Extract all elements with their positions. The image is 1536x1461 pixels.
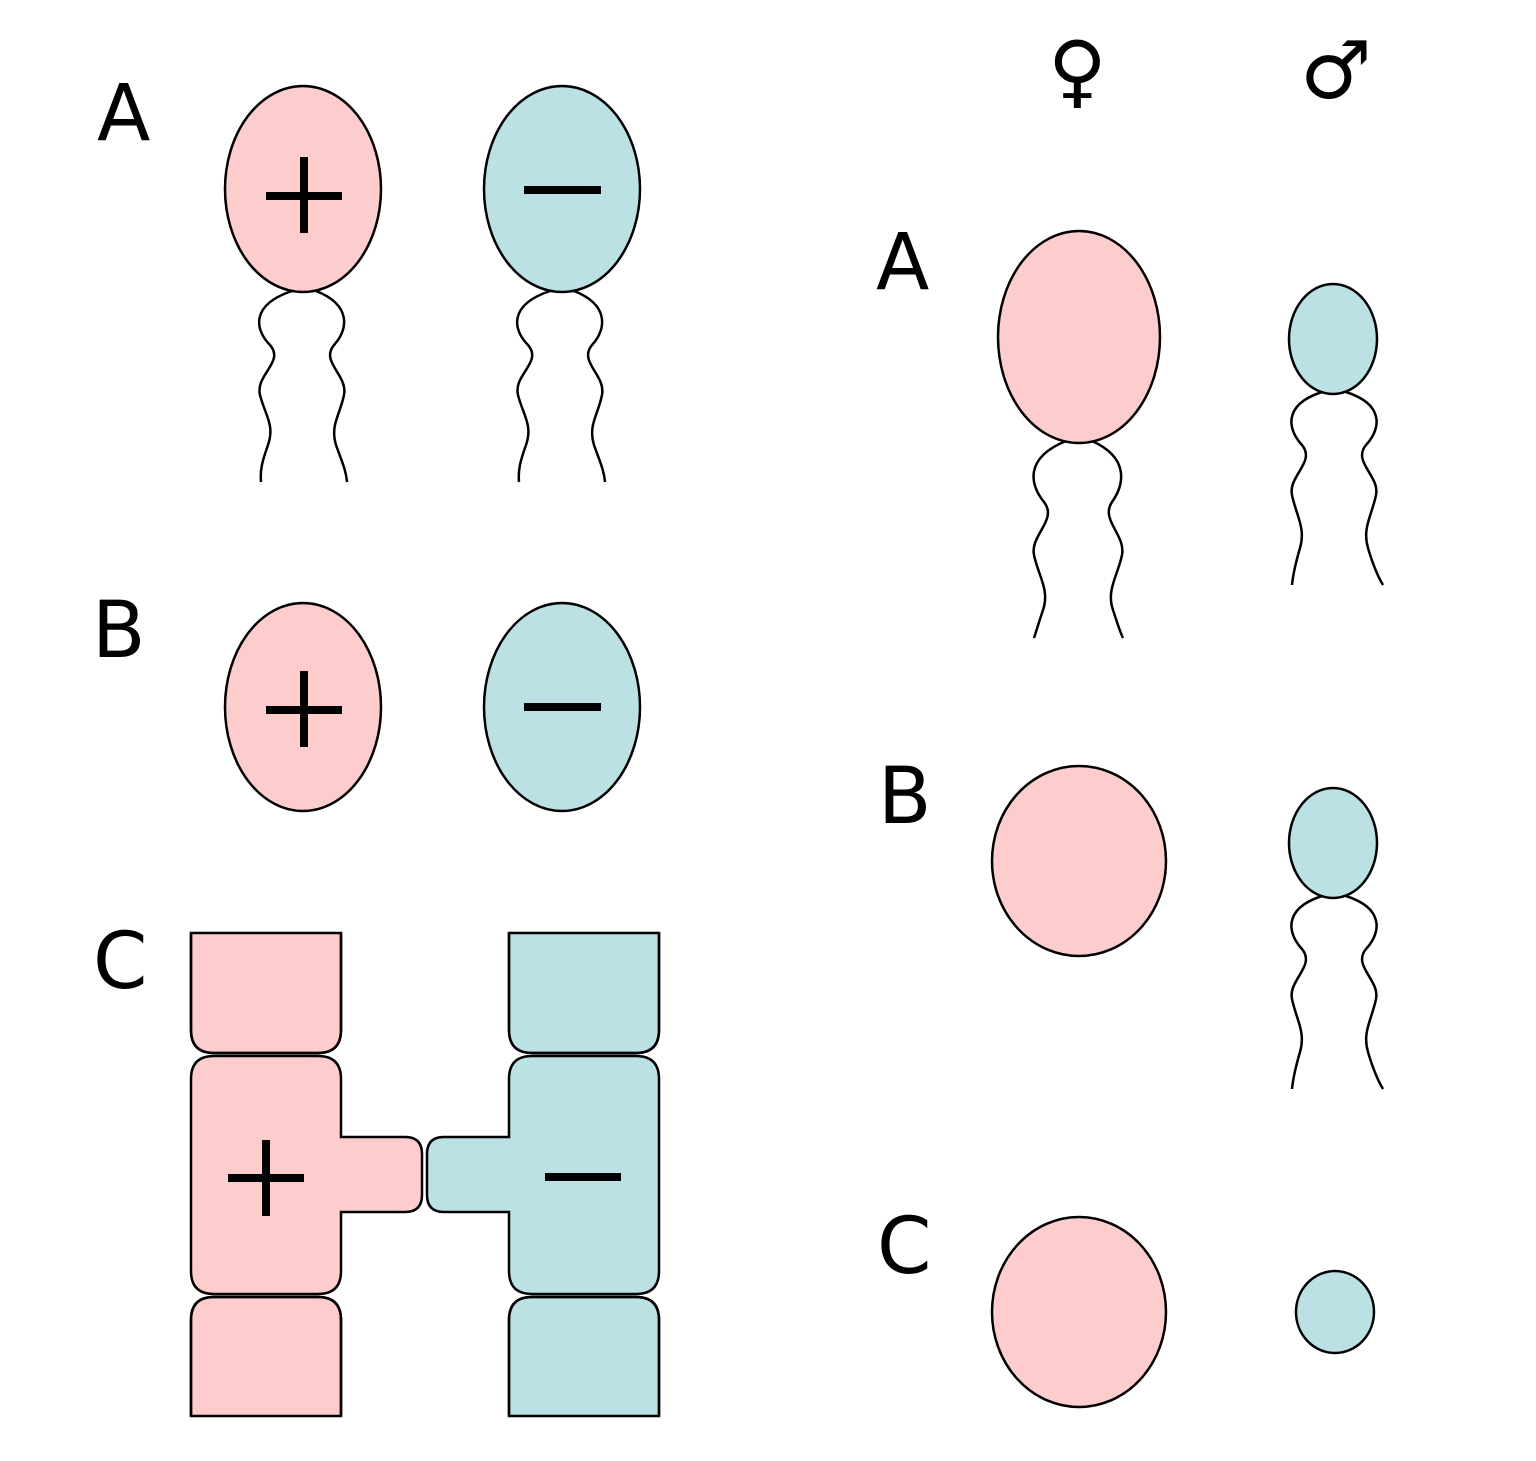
- right-b-male-gamete: [1287, 786, 1385, 1090]
- female-cell: [996, 229, 1162, 445]
- right-b-female-gamete: [990, 764, 1168, 958]
- left-a-plus-gamete: [223, 84, 383, 483]
- right-a-male-gamete: [1287, 282, 1385, 586]
- female-symbol-icon: ♀: [1048, 24, 1107, 117]
- left-c-minus-filament: [425, 931, 661, 1418]
- right-c-male-gamete: [1294, 1269, 1376, 1355]
- right-a-female-gamete: [996, 229, 1162, 639]
- left-b-plus-gamete: [223, 601, 383, 813]
- left-a-minus-gamete: [482, 84, 642, 483]
- left-row-c-label: C: [93, 917, 147, 1007]
- right-row-b-label: B: [878, 752, 932, 842]
- left-c-plus-filament: [189, 931, 424, 1418]
- left-row-a-label: A: [97, 69, 150, 159]
- left-b-minus-gamete: [482, 601, 642, 813]
- male-cell: [1287, 282, 1379, 396]
- right-row-c-label: C: [877, 1202, 931, 1292]
- right-c-female-gamete: [990, 1215, 1168, 1409]
- male-symbol-icon: ♂: [1300, 24, 1372, 117]
- female-cell: [990, 1215, 1168, 1409]
- right-row-a-label: A: [876, 218, 929, 308]
- female-cell: [990, 764, 1168, 958]
- male-cell: [1287, 786, 1379, 900]
- left-row-b-label: B: [92, 586, 146, 676]
- male-cell: [1294, 1269, 1376, 1355]
